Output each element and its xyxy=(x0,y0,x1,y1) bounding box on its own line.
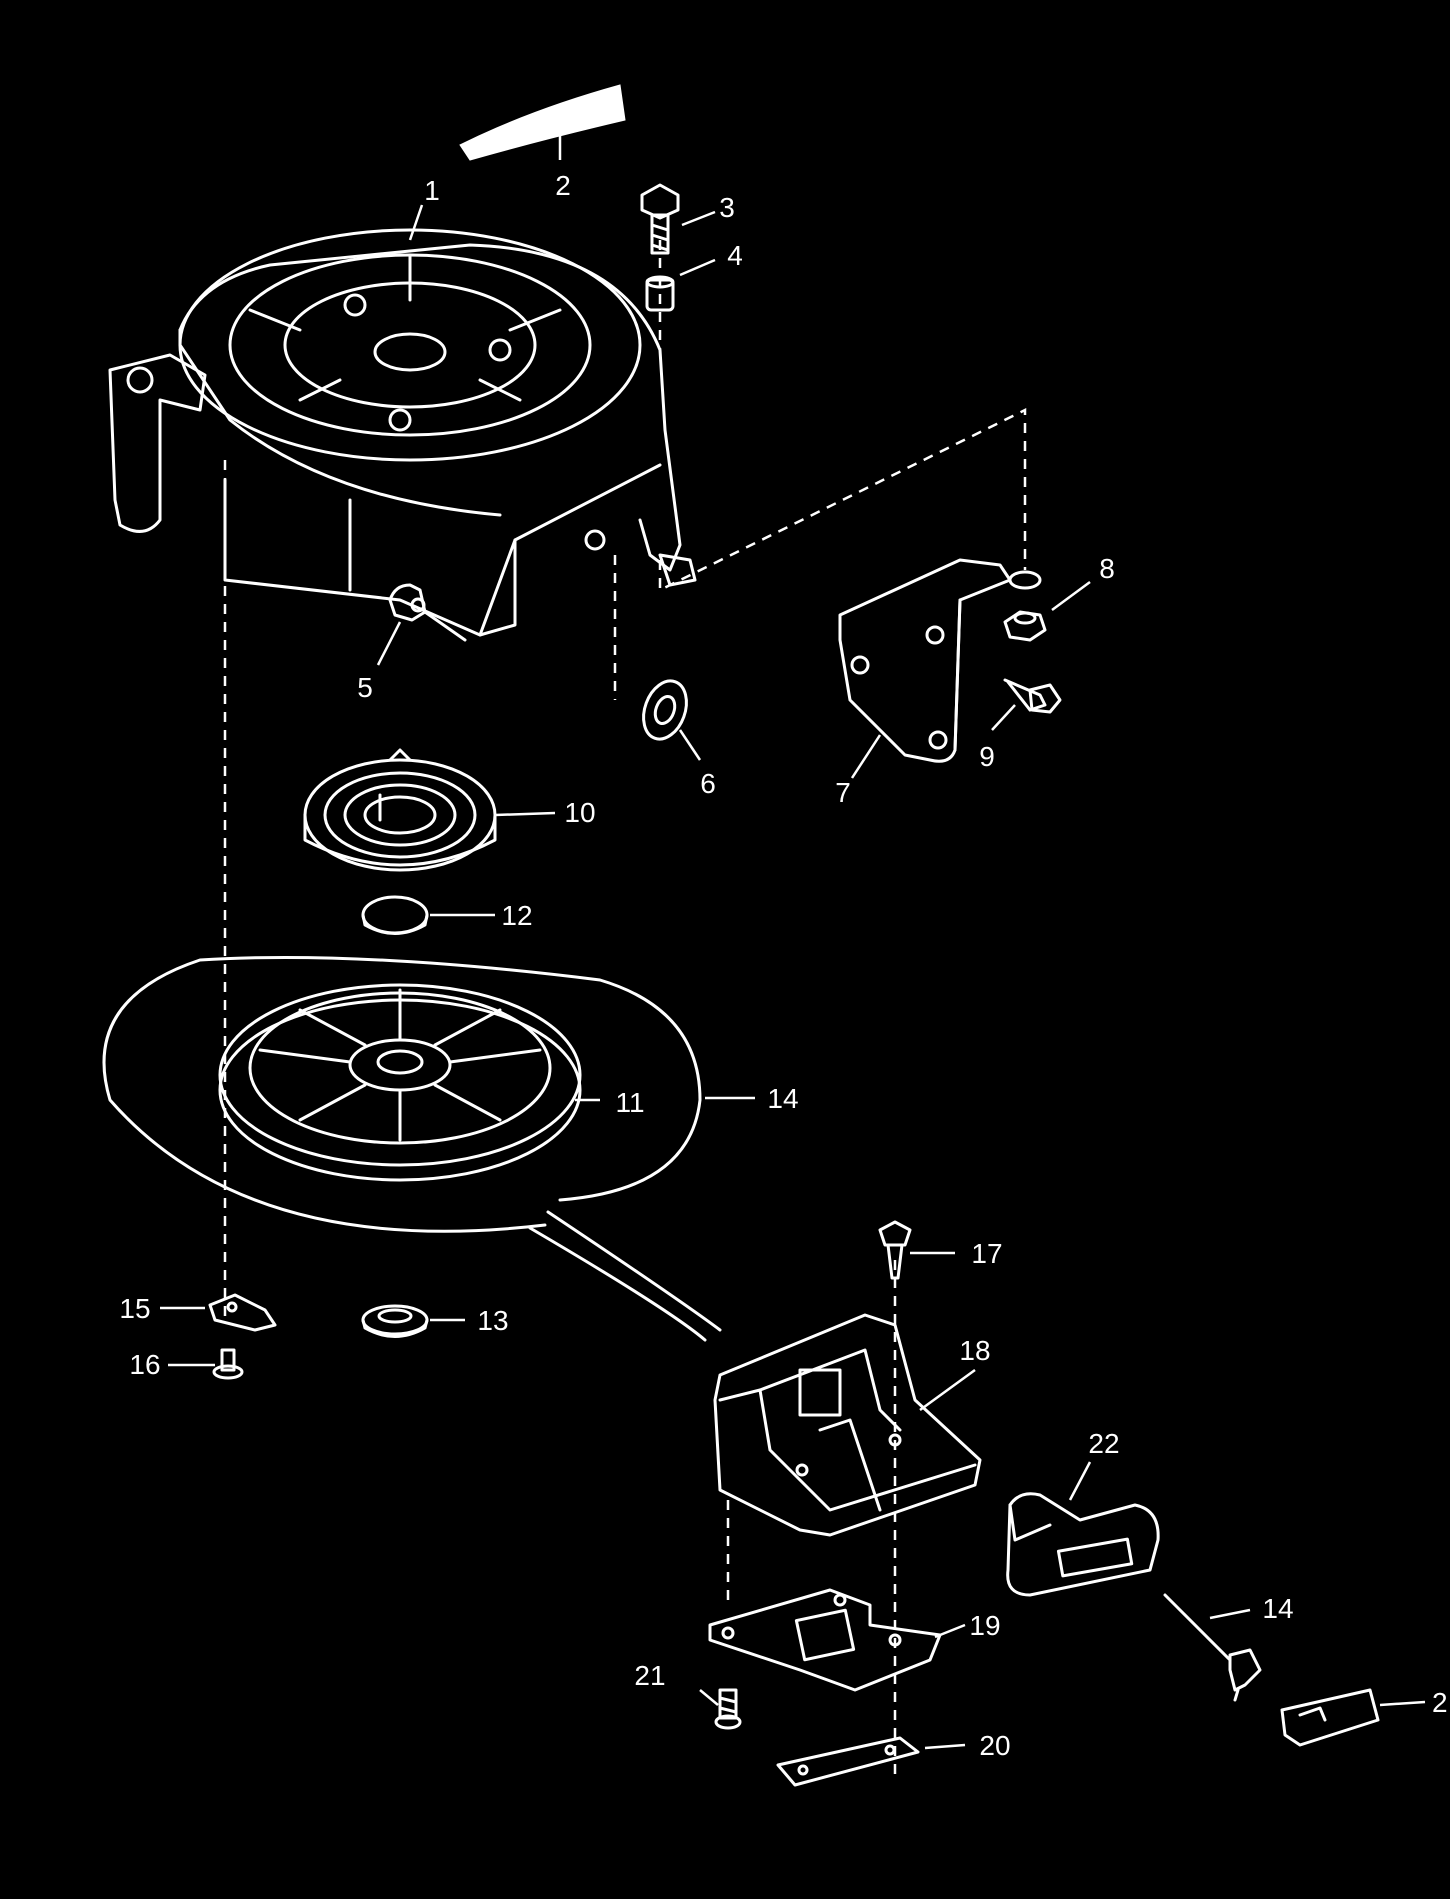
callout-3: 3 xyxy=(719,192,735,223)
callout-10: 10 xyxy=(564,797,595,828)
callout-8: 8 xyxy=(1099,553,1115,584)
part-6-lock-washer xyxy=(642,679,688,741)
part-14-starter-rope xyxy=(102,956,722,1342)
callout-16: 16 xyxy=(129,1349,160,1380)
part-23-anchor xyxy=(1280,1688,1380,1747)
part-8-nut xyxy=(1003,610,1047,642)
part-4-spacer xyxy=(645,275,675,312)
callout-11: 11 xyxy=(615,1087,644,1118)
part-16-screw xyxy=(212,1348,244,1380)
part-22-starter-handle xyxy=(1006,1492,1160,1597)
part-2-decal xyxy=(459,84,626,161)
part-14-rope-end xyxy=(1163,1593,1262,1702)
callout-1: 1 xyxy=(424,175,440,206)
part-15-pawl xyxy=(208,1293,277,1332)
callout-21: 21 xyxy=(634,1660,665,1691)
callout-20: 20 xyxy=(979,1730,1010,1761)
part-20-plate xyxy=(776,1736,920,1787)
part-19-retainer-plate xyxy=(708,1588,942,1692)
part-11-pulley xyxy=(218,983,582,1182)
callout-15: 15 xyxy=(119,1293,150,1324)
part-13-washer xyxy=(361,1304,429,1338)
callout-14b: 14 xyxy=(1262,1593,1293,1624)
part-21-screw xyxy=(714,1688,742,1730)
callout-12: 12 xyxy=(501,900,532,931)
part-18-rope-guide xyxy=(713,1313,982,1537)
callout-2: 2 xyxy=(555,170,571,201)
callout-labels: 1 2 3 4 5 6 7 8 9 10 11 12 13 14 15 16 1… xyxy=(119,170,1447,1761)
callout-7: 7 xyxy=(835,777,851,808)
part-10-rewind-spring xyxy=(303,748,497,872)
callout-14a: 14 xyxy=(767,1083,798,1114)
part-12-cap xyxy=(361,895,429,935)
callout-13: 13 xyxy=(477,1305,508,1336)
part-7-bracket xyxy=(838,558,1042,763)
callout-6: 6 xyxy=(700,768,716,799)
callout-18: 18 xyxy=(959,1335,990,1366)
part-3-screw xyxy=(640,183,680,255)
part-17-screw xyxy=(878,1220,912,1280)
part-1-starter-housing xyxy=(108,228,697,637)
callout-17: 17 xyxy=(971,1238,1002,1269)
leader-lines xyxy=(160,135,1426,1750)
callout-2-cut: 2 xyxy=(1432,1687,1448,1718)
callout-4: 4 xyxy=(727,240,743,271)
assembly-axis-lines xyxy=(223,240,1027,1780)
callout-19: 19 xyxy=(969,1610,1000,1641)
callout-5: 5 xyxy=(357,672,373,703)
callout-9: 9 xyxy=(979,741,995,772)
part-5-fitting xyxy=(388,583,467,642)
part-9-bolt xyxy=(1003,678,1062,714)
callout-22: 22 xyxy=(1088,1428,1119,1459)
